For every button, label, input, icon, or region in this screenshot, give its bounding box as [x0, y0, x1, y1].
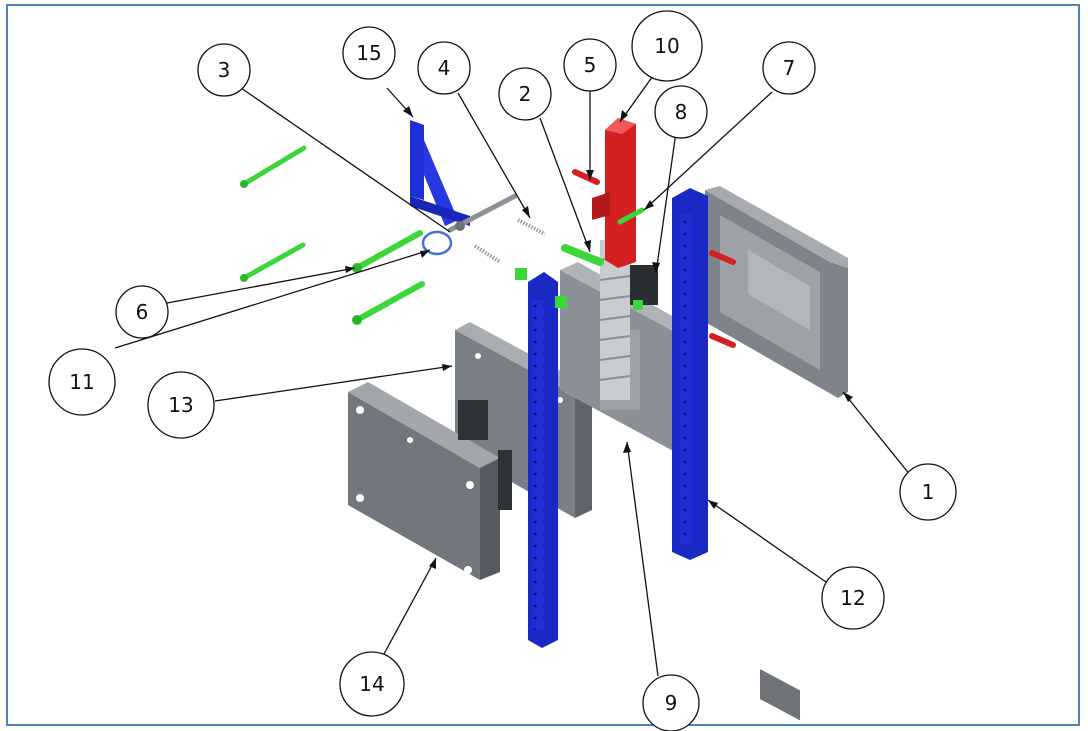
balloon-3: 3 [197, 43, 251, 97]
balloon-15: 15 [342, 26, 396, 80]
part-3-shaft [447, 193, 518, 233]
part-5-red-pins [572, 169, 736, 348]
balloon-4-label: 4 [438, 56, 451, 80]
balloon-7-label: 7 [783, 56, 796, 80]
balloon-1-label: 1 [922, 480, 935, 504]
balloon-3-label: 3 [218, 58, 231, 82]
balloon-15-label: 15 [356, 41, 381, 65]
balloon-8: 8 [654, 85, 708, 139]
balloon-11-label: 11 [69, 370, 94, 394]
drawing-frame [6, 4, 1080, 726]
rack-front [528, 272, 558, 648]
balloon-10-label: 10 [654, 34, 679, 58]
balloon-6-label: 6 [136, 300, 149, 324]
spring [599, 240, 631, 400]
part-14-front-plate [348, 382, 512, 580]
balloon-2: 2 [498, 67, 552, 121]
leader-arrowheads [345, 106, 853, 569]
balloon-13: 13 [147, 371, 215, 439]
balloon-4: 4 [417, 41, 471, 95]
balloon-7: 7 [762, 41, 816, 95]
green-screws [240, 145, 645, 325]
part-11-ring [421, 230, 453, 256]
balloon-5: 5 [563, 38, 617, 92]
part-10-red-handle [592, 118, 636, 268]
part-4-small-springs [473, 218, 546, 264]
balloon-9: 9 [642, 674, 700, 731]
balloon-12: 12 [821, 566, 885, 630]
balloon-12-label: 12 [840, 586, 865, 610]
balloon-1: 1 [899, 463, 957, 521]
balloon-10: 10 [631, 10, 703, 82]
balloon-8-label: 8 [675, 100, 688, 124]
part-12-rack [672, 188, 708, 560]
balloon-11: 11 [48, 348, 116, 416]
balloon-14: 14 [339, 651, 405, 717]
part-1-back-plate [705, 186, 848, 721]
balloon-6: 6 [115, 285, 169, 339]
balloon-2-label: 2 [519, 82, 532, 106]
part-15-blue-bracket [410, 120, 470, 226]
balloon-5-label: 5 [584, 53, 597, 77]
balloon-14-label: 14 [359, 672, 384, 696]
balloon-13-label: 13 [168, 393, 193, 417]
balloon-9-label: 9 [665, 691, 678, 715]
